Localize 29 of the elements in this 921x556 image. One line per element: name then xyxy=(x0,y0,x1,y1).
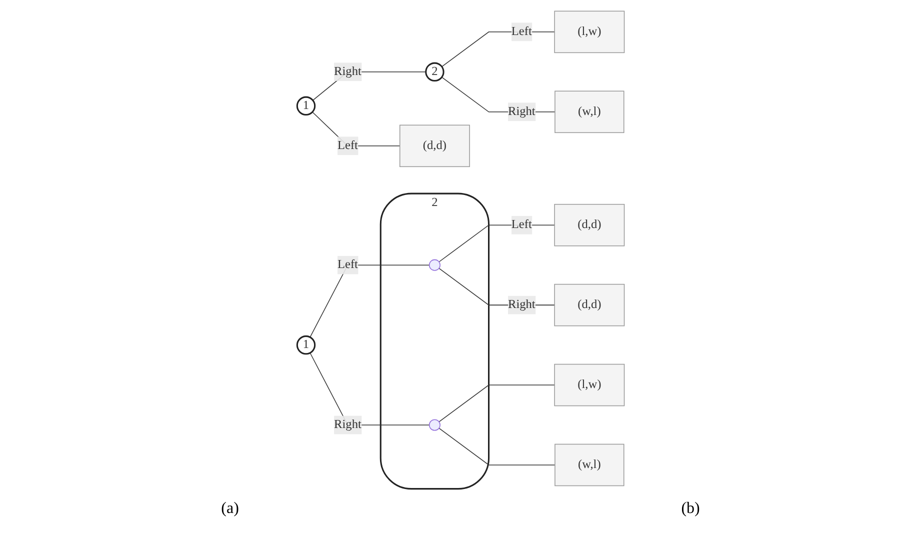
node-box: (d,d) xyxy=(554,204,624,246)
node-box: (d,d) xyxy=(399,124,470,168)
connector xyxy=(312,112,400,146)
edge-label: Right xyxy=(334,418,362,432)
node-circle xyxy=(428,259,440,271)
edge-label: Right xyxy=(508,104,536,118)
cluster: 2 xyxy=(380,192,490,490)
connector xyxy=(309,264,430,338)
connector xyxy=(441,32,555,68)
panel-label: (a) xyxy=(221,500,239,518)
edge-label: Left xyxy=(337,258,358,272)
node-box: (l,w) xyxy=(554,10,624,54)
node-box: (w,l) xyxy=(554,444,624,486)
node-circle: 1 xyxy=(296,96,316,116)
node-box: (l,w) xyxy=(554,364,624,406)
node-circle xyxy=(428,419,440,431)
edge-label: Right xyxy=(334,64,362,78)
edge-label: Right xyxy=(508,298,536,312)
edge-label: Left xyxy=(511,218,532,232)
node-circle: 2 xyxy=(424,62,444,82)
node-box: (w,l) xyxy=(554,90,624,134)
edge-label: Left xyxy=(337,138,358,152)
connector xyxy=(438,384,555,422)
connector xyxy=(438,224,555,262)
panel-label: (b) xyxy=(681,500,700,518)
edge-label: Left xyxy=(511,25,532,38)
node-box: (d,d) xyxy=(554,284,624,326)
node-circle: 1 xyxy=(296,335,316,355)
connector xyxy=(438,428,556,466)
